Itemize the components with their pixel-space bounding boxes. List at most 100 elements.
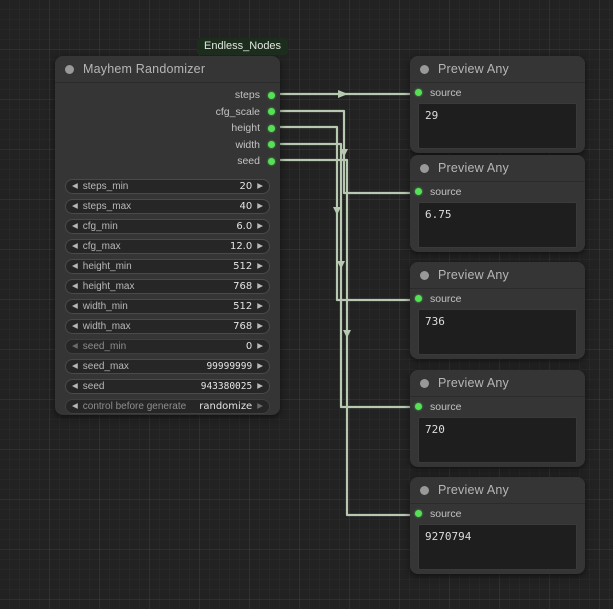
output-slot-seed[interactable]: seed <box>55 153 280 170</box>
node-preview-any-1[interactable]: Preview Any source 29 <box>410 56 585 153</box>
node-header-preview-3[interactable]: Preview Any <box>410 262 585 289</box>
widget-label: seed <box>82 380 105 392</box>
input-slot-source-2[interactable]: source <box>410 182 585 201</box>
output-slot-height[interactable]: height <box>55 120 280 137</box>
increment-arrow-icon[interactable]: ▶ <box>257 381 263 391</box>
increment-arrow-icon[interactable]: ▶ <box>257 401 263 411</box>
collapse-dot-icon[interactable] <box>420 163 429 173</box>
widget-value[interactable]: 0 <box>245 340 253 352</box>
widget-value[interactable]: 768 <box>233 280 253 292</box>
widget-control-before-generate[interactable]: ◀ control before generate randomize ▶ <box>65 398 270 414</box>
decrement-arrow-icon[interactable]: ◀ <box>72 181 78 191</box>
widget-seed-max[interactable]: ◀ seed_max 99999999 ▶ <box>65 358 270 374</box>
node-header-preview-1[interactable]: Preview Any <box>410 56 585 83</box>
widget-value[interactable]: 99999999 <box>206 360 253 372</box>
widget-height-max[interactable]: ◀ height_max 768 ▶ <box>65 278 270 294</box>
output-slot-steps[interactable]: steps <box>55 87 280 104</box>
input-port-dot-source[interactable] <box>415 295 422 302</box>
decrement-arrow-icon[interactable]: ◀ <box>72 341 78 351</box>
output-port-dot-width[interactable] <box>268 141 275 149</box>
output-port-dot-steps[interactable] <box>268 91 275 99</box>
input-slot-source-5[interactable]: source <box>410 504 585 523</box>
input-label-source: source <box>430 507 462 520</box>
decrement-arrow-icon[interactable]: ◀ <box>72 321 78 331</box>
input-port-dot-source[interactable] <box>415 403 422 410</box>
increment-arrow-icon[interactable]: ▶ <box>257 241 263 251</box>
link-arrow-cfg <box>340 149 348 157</box>
output-slot-cfg-scale[interactable]: cfg_scale <box>55 104 280 121</box>
increment-arrow-icon[interactable]: ▶ <box>257 321 263 331</box>
widget-cfg-min[interactable]: ◀ cfg_min 6.0 ▶ <box>65 218 270 234</box>
collapse-dot-icon[interactable] <box>65 64 74 74</box>
node-header-mayhem[interactable]: Mayhem Randomizer <box>55 56 280 83</box>
node-header-preview-2[interactable]: Preview Any <box>410 155 585 182</box>
widget-steps-min[interactable]: ◀ steps_min 20 ▶ <box>65 178 270 194</box>
widget-value[interactable]: 12.0 <box>229 240 253 252</box>
widget-height-min[interactable]: ◀ height_min 512 ▶ <box>65 258 270 274</box>
collapse-dot-icon[interactable] <box>420 64 429 74</box>
collapse-dot-icon[interactable] <box>420 485 429 495</box>
increment-arrow-icon[interactable]: ▶ <box>257 281 263 291</box>
link-seed <box>272 158 415 517</box>
widget-steps-max[interactable]: ◀ steps_max 40 ▶ <box>65 198 270 214</box>
output-port-dot-cfg-scale[interactable] <box>268 108 275 116</box>
input-port-dot-source[interactable] <box>415 89 422 96</box>
input-slot-source-1[interactable]: source <box>410 83 585 102</box>
widget-value[interactable]: 40 <box>239 200 253 212</box>
input-port-dot-source[interactable] <box>415 188 422 195</box>
node-body-preview-5: source 9270794 <box>410 504 585 570</box>
widget-value[interactable]: 512 <box>233 300 253 312</box>
widget-label: cfg_min <box>82 220 118 232</box>
decrement-arrow-icon[interactable]: ◀ <box>72 401 78 411</box>
increment-arrow-icon[interactable]: ▶ <box>257 341 263 351</box>
decrement-arrow-icon[interactable]: ◀ <box>72 241 78 251</box>
node-mayhem-randomizer[interactable]: Mayhem Randomizer steps cfg_scale height… <box>55 56 280 415</box>
widget-seed-min[interactable]: ◀ seed_min 0 ▶ <box>65 338 270 354</box>
collapse-dot-icon[interactable] <box>420 270 429 280</box>
node-title-preview-5: Preview Any <box>438 483 509 497</box>
widget-label: width_max <box>82 320 131 332</box>
input-label-source: source <box>430 185 462 198</box>
decrement-arrow-icon[interactable]: ◀ <box>72 221 78 231</box>
node-preview-any-4[interactable]: Preview Any source 720 <box>410 370 585 467</box>
input-slot-source-4[interactable]: source <box>410 397 585 416</box>
widget-value[interactable]: randomize <box>199 400 253 412</box>
increment-arrow-icon[interactable]: ▶ <box>257 261 263 271</box>
output-slot-width[interactable]: width <box>55 137 280 154</box>
output-label-height: height <box>231 122 260 135</box>
node-header-preview-5[interactable]: Preview Any <box>410 477 585 504</box>
decrement-arrow-icon[interactable]: ◀ <box>72 201 78 211</box>
decrement-arrow-icon[interactable]: ◀ <box>72 261 78 271</box>
decrement-arrow-icon[interactable]: ◀ <box>72 281 78 291</box>
collapse-dot-icon[interactable] <box>420 378 429 388</box>
link-arrow-seed <box>343 330 351 338</box>
widget-value[interactable]: 768 <box>233 320 253 332</box>
increment-arrow-icon[interactable]: ▶ <box>257 221 263 231</box>
widget-seed[interactable]: ◀ seed 943380025 ▶ <box>65 378 270 394</box>
widget-width-max[interactable]: ◀ width_max 768 ▶ <box>65 318 270 334</box>
preview-text-output-4: 720 <box>418 417 577 463</box>
decrement-arrow-icon[interactable]: ◀ <box>72 381 78 391</box>
decrement-arrow-icon[interactable]: ◀ <box>72 361 78 371</box>
widget-value[interactable]: 6.0 <box>236 220 253 232</box>
output-port-dot-height[interactable] <box>268 124 275 132</box>
node-header-preview-4[interactable]: Preview Any <box>410 370 585 397</box>
input-slot-source-3[interactable]: source <box>410 289 585 308</box>
increment-arrow-icon[interactable]: ▶ <box>257 181 263 191</box>
widget-value[interactable]: 943380025 <box>200 380 253 392</box>
widget-value[interactable]: 512 <box>233 260 253 272</box>
widget-width-min[interactable]: ◀ width_min 512 ▶ <box>65 298 270 314</box>
node-preview-any-3[interactable]: Preview Any source 736 <box>410 262 585 359</box>
increment-arrow-icon[interactable]: ▶ <box>257 361 263 371</box>
output-port-dot-seed[interactable] <box>268 157 275 165</box>
widget-cfg-max[interactable]: ◀ cfg_max 12.0 ▶ <box>65 238 270 254</box>
node-preview-any-5[interactable]: Preview Any source 9270794 <box>410 477 585 574</box>
node-preview-any-2[interactable]: Preview Any source 6.75 <box>410 155 585 252</box>
decrement-arrow-icon[interactable]: ◀ <box>72 301 78 311</box>
increment-arrow-icon[interactable]: ▶ <box>257 201 263 211</box>
output-label-width: width <box>235 138 260 151</box>
increment-arrow-icon[interactable]: ▶ <box>257 301 263 311</box>
input-port-dot-source[interactable] <box>415 510 422 517</box>
widget-value[interactable]: 20 <box>239 180 253 192</box>
